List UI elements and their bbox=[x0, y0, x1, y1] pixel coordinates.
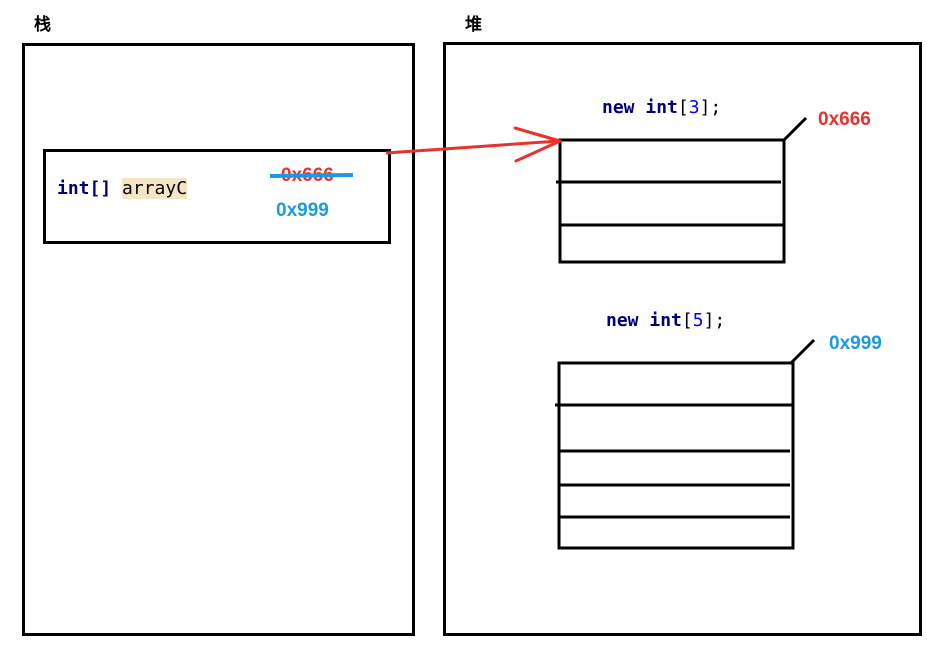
array-5-box bbox=[557, 361, 795, 550]
close-bracket: ]; bbox=[703, 310, 726, 331]
array-size: 5 bbox=[692, 310, 704, 331]
stack-title: 栈 bbox=[34, 15, 51, 35]
array-5-address: 0x999 bbox=[829, 333, 882, 354]
heap-title: 堆 bbox=[465, 15, 482, 35]
new-keyword: new bbox=[602, 97, 635, 118]
open-bracket: [ bbox=[677, 97, 689, 118]
array-5-address-pointer bbox=[789, 338, 816, 365]
variable-box bbox=[43, 149, 391, 244]
variable-name: arrayC bbox=[122, 178, 188, 199]
array-3-declaration: new int[3]; bbox=[602, 97, 721, 118]
array-5-declaration: new int[5]; bbox=[606, 310, 725, 331]
close-bracket: ]; bbox=[699, 97, 722, 118]
stack-region bbox=[22, 43, 415, 636]
array-3-address: 0x666 bbox=[818, 109, 871, 130]
array-size: 3 bbox=[688, 97, 700, 118]
arrow-head bbox=[513, 126, 562, 163]
new-address-label: 0x999 bbox=[276, 200, 329, 221]
old-address-strikethrough bbox=[269, 173, 354, 178]
array-3-box bbox=[558, 138, 786, 264]
new-keyword: new bbox=[606, 310, 639, 331]
open-bracket: [ bbox=[681, 310, 693, 331]
variable-declaration: int[] arrayC bbox=[57, 178, 188, 199]
int-keyword: int bbox=[645, 97, 678, 118]
reference-arrow bbox=[385, 139, 560, 155]
array-3-address-pointer bbox=[782, 116, 808, 142]
int-keyword: int bbox=[649, 310, 682, 331]
int-array-type: int[] bbox=[57, 178, 112, 199]
